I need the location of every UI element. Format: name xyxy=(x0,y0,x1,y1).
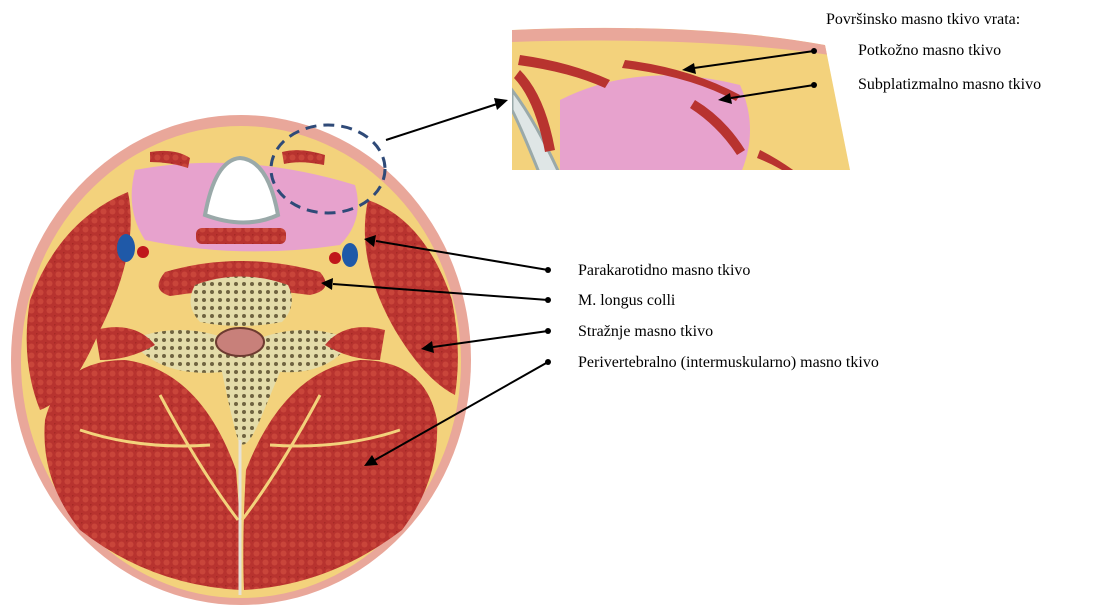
label-bullet xyxy=(545,328,551,334)
label-subcutaneous-fat: Potkožno masno tkivo xyxy=(858,42,1001,60)
label-bullet xyxy=(545,359,551,365)
superficial-fat-heading: Površinsko masno tkivo vrata: xyxy=(826,11,1020,29)
label-longus-colli: M. longus colli xyxy=(578,292,675,310)
label-bullet xyxy=(811,82,817,88)
neck-cross-section xyxy=(11,115,471,605)
label-paracarotid-fat: Parakarotidno masno tkivo xyxy=(578,262,750,280)
vertebral-body xyxy=(191,277,292,327)
jugular-vein-right xyxy=(342,243,358,267)
carotid-artery-right xyxy=(329,252,341,264)
strap-muscle xyxy=(196,228,286,244)
label-bullet xyxy=(811,48,817,54)
arrowhead xyxy=(494,98,508,110)
label-posterior-fat: Stražnje masno tkivo xyxy=(578,323,713,341)
label-subplatysmal-fat: Subplatizmalno masno tkivo xyxy=(858,76,1041,94)
jugular-vein-left xyxy=(117,234,135,262)
carotid-artery-left xyxy=(137,246,149,258)
label-bullet xyxy=(545,297,551,303)
spinal-cord xyxy=(216,328,264,356)
label-bullet xyxy=(545,267,551,273)
magnified-inset xyxy=(512,22,852,175)
label-perivertebral-fat: Perivertebralno (intermuskularno) masno … xyxy=(578,354,879,372)
